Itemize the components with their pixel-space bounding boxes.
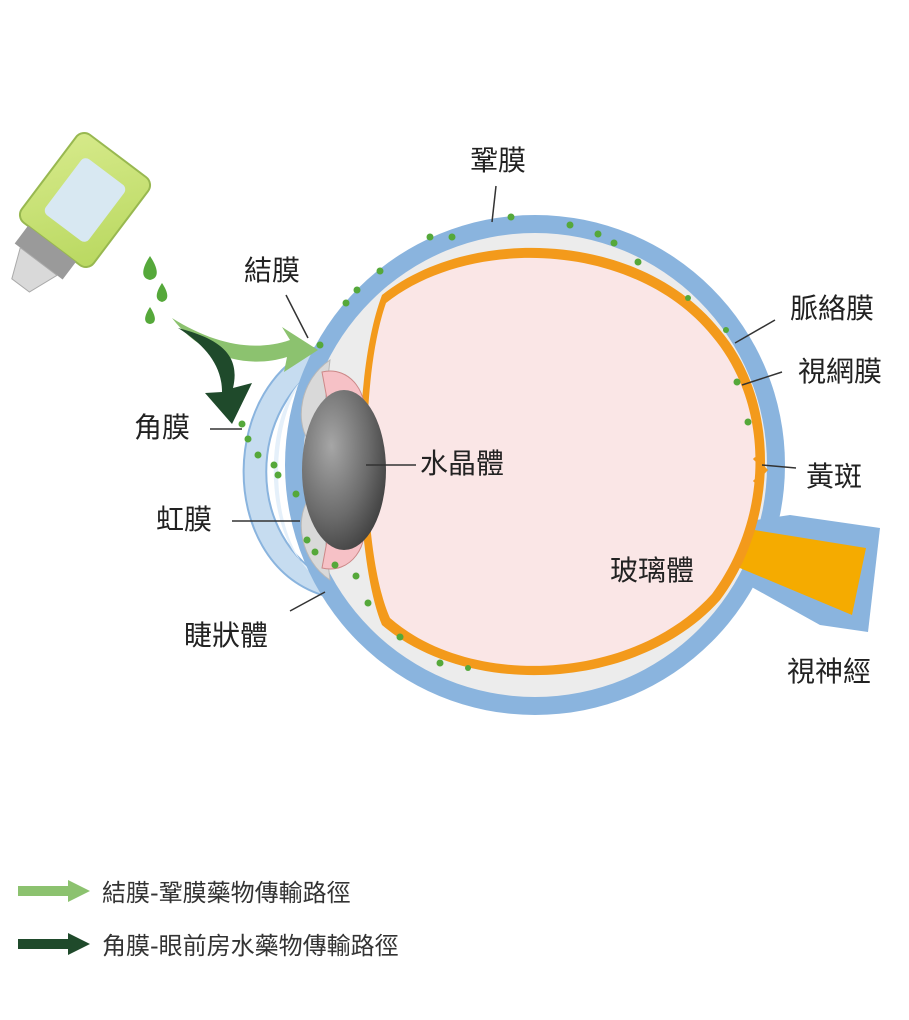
drug-particles	[238, 213, 752, 671]
legend-label: 結膜-鞏膜藥物傳輸路徑	[102, 879, 351, 907]
label-sclera: 鞏膜	[470, 144, 527, 177]
legend-item-cornea-aqueous: 角膜-眼前房水藥物傳輸路徑	[18, 926, 399, 961]
label-vitreous: 玻璃體	[610, 554, 695, 587]
dark-green-arrow-icon	[18, 932, 90, 955]
lens	[302, 390, 386, 550]
optic-nerve	[735, 515, 880, 632]
drops	[143, 256, 168, 324]
conjunctiva-sclera-arrow	[172, 318, 318, 372]
label-lens: 水晶體	[420, 447, 505, 480]
label-retina: 視網膜	[798, 355, 883, 388]
label-optic-nerve: 視神經	[787, 655, 872, 688]
cornea-aqueous-arrow	[178, 328, 252, 424]
legend-label: 角膜-眼前房水藥物傳輸路徑	[102, 932, 399, 960]
legend-item-conjunctiva-sclera: 結膜-鞏膜藥物傳輸路徑	[18, 873, 351, 908]
label-macula: 黃斑	[806, 460, 863, 493]
macula	[752, 456, 769, 484]
light-green-arrow-icon	[18, 879, 90, 902]
label-choroid: 脈絡膜	[790, 292, 875, 325]
leader-lines	[210, 185, 797, 612]
label-ciliary-body: 睫狀體	[184, 619, 269, 652]
eye-drop-bottle	[11, 131, 152, 293]
label-conjunctiva: 結膜	[244, 254, 301, 287]
label-iris: 虹膜	[156, 503, 213, 536]
label-cornea: 角膜	[134, 411, 191, 444]
vitreous-body	[366, 257, 756, 666]
